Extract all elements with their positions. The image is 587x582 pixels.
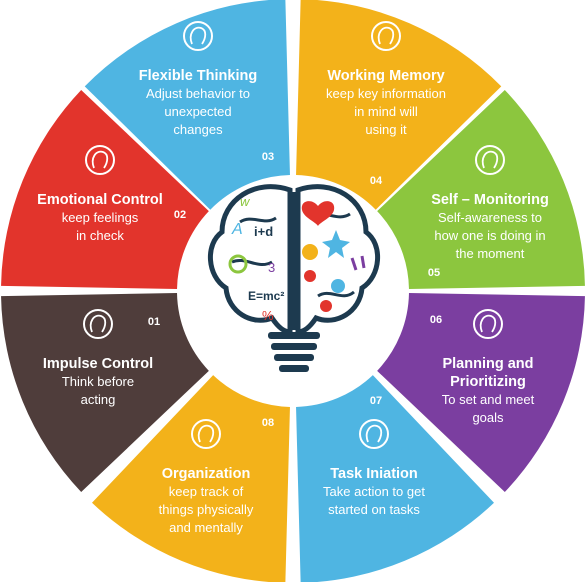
segment-title-line2: Prioritizing: [450, 374, 526, 390]
segment-description: using it: [365, 122, 407, 137]
doodle-i-plus-d: i+d: [254, 224, 273, 239]
segment-shape: [1, 293, 209, 492]
segment-organization: Organization keep track of things physical…: [92, 375, 290, 582]
doodle-percent: %: [262, 308, 274, 323]
segment-description: Think before: [62, 374, 134, 389]
segment-shape: [84, 0, 290, 210]
segment-description: To set and meet: [442, 392, 535, 407]
segment-description: and mentally: [169, 520, 243, 535]
segment-shape: [1, 90, 209, 289]
segment-title: Self – Monitoring: [431, 192, 549, 208]
segment-description: Adjust behavior to: [146, 86, 250, 101]
segment-number: 05: [428, 267, 440, 279]
segment-number: 03: [262, 151, 274, 163]
segment-shape: [377, 293, 585, 492]
segment-description: things physically: [159, 502, 254, 517]
segment-number: 04: [370, 175, 383, 187]
segment-emotional-control: Emotional Control keep feelings in check 02: [1, 90, 209, 289]
segment-description: unexpected: [164, 104, 231, 119]
segment-description: Self-awareness to: [438, 210, 542, 225]
segment-description: keep key information: [326, 86, 446, 101]
segment-number: 08: [262, 417, 274, 429]
segment-description: how one is doing in: [434, 228, 545, 243]
segment-title: Emotional Control: [37, 192, 163, 208]
doodle-3: 3: [268, 260, 275, 275]
segment-description: in check: [76, 228, 124, 243]
segment-title: Planning and: [442, 356, 533, 372]
segment-shape: [377, 90, 585, 289]
segment-number: 02: [174, 209, 186, 221]
segment-description: acting: [81, 392, 116, 407]
segment-title: Impulse Control: [43, 356, 153, 372]
head-gears-icon: [83, 309, 113, 339]
segment-number: 07: [370, 395, 382, 407]
monitor-person-icon: [475, 145, 505, 175]
segment-description: in mind will: [354, 104, 418, 119]
segment-number: 06: [430, 314, 442, 326]
head-brain-icon: [371, 21, 401, 51]
head-gear-icon: [183, 21, 213, 51]
lightbulb-brain-icon: [359, 419, 389, 449]
segment-title: Organization: [162, 466, 251, 482]
doodle-a: A: [231, 221, 243, 238]
segment-shape: [92, 375, 290, 582]
head-emotions-icon: [85, 145, 115, 175]
segment-title: Flexible Thinking: [139, 68, 257, 84]
brain-icon: [191, 419, 221, 449]
segment-working-memory: Working Memory keep key information in min…: [296, 0, 502, 210]
brain-lightbulb-icon: w A i+d 3 E=mc² %: [207, 184, 381, 372]
segment-shape: [296, 0, 502, 210]
segment-shape: [296, 375, 494, 582]
segment-description: goals: [472, 410, 504, 425]
segment-description: changes: [173, 122, 223, 137]
segment-description: keep feelings: [62, 210, 139, 225]
segment-description: the moment: [456, 246, 525, 261]
head-lightbulb-icon: [473, 309, 503, 339]
segment-title: Task Iniation: [330, 466, 418, 482]
doodle-emc2: E=mc²: [248, 289, 284, 303]
segment-number: 01: [148, 316, 160, 328]
doodle-w: w: [240, 194, 251, 209]
segment-description: keep track of: [169, 484, 244, 499]
segment-description: Take action to get: [323, 484, 425, 499]
segment-title: Working Memory: [327, 68, 444, 84]
segment-description: started on tasks: [328, 502, 420, 517]
